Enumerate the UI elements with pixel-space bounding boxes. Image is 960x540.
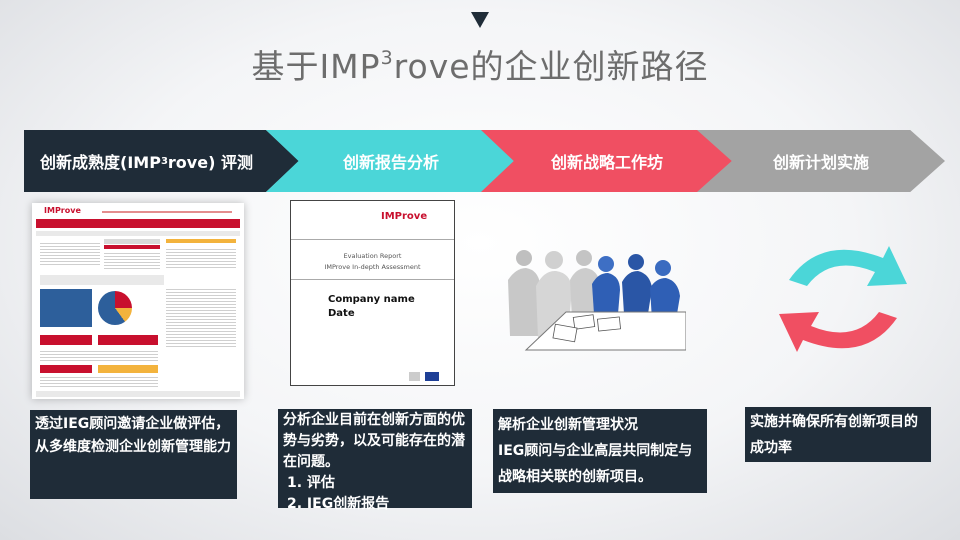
seal-logo	[409, 372, 420, 381]
eu-flag-icon	[425, 372, 439, 381]
stage-report-analysis: 创新报告分析	[266, 130, 516, 192]
cycle-arrows-icon	[779, 246, 907, 352]
top-notch	[471, 12, 489, 28]
stage-strategy-workshop: 创新战略工作坊	[481, 130, 733, 192]
website-nav-bar	[36, 219, 240, 228]
report-subtitle-1: Evaluation Report	[343, 252, 402, 260]
website-logo: IMProve	[44, 206, 81, 215]
description-strategy-workshop: 解析企业创新管理状况 IEG顾问与企业高层共同制定与战略相关联的创新项目。	[493, 409, 707, 493]
world-map-image	[40, 289, 92, 327]
description-implementation: 实施并确保所有创新项目的成功率	[745, 407, 931, 462]
pie-chart-image	[98, 291, 132, 325]
business-meeting-icon	[508, 250, 686, 351]
list-item: 2. IEG创新报告	[287, 496, 390, 512]
report-company-block: Company name Date	[328, 294, 415, 319]
report-subtitle-2: IMProve In-depth Assessment	[324, 263, 421, 271]
description-assessment: 透过IEG顾问邀请企业做评估，从多维度检测企业创新管理能力	[30, 410, 237, 499]
description-report-analysis: 分析企业目前在创新方面的优势与劣势，以及可能存在的潜在问题。 1. 评估 2. …	[278, 409, 472, 512]
report-logo: IMProve	[381, 211, 428, 222]
stage-plan-implementation: 创新计划实施	[697, 130, 945, 192]
list-item: 1. 评估	[287, 475, 335, 491]
page-title: 基于IMP3rove的企业创新路径	[251, 47, 709, 86]
evaluation-report-document: IMProve Evaluation Report IMProve In-dep…	[290, 200, 455, 386]
website-screenshot: IMProve	[32, 203, 244, 399]
